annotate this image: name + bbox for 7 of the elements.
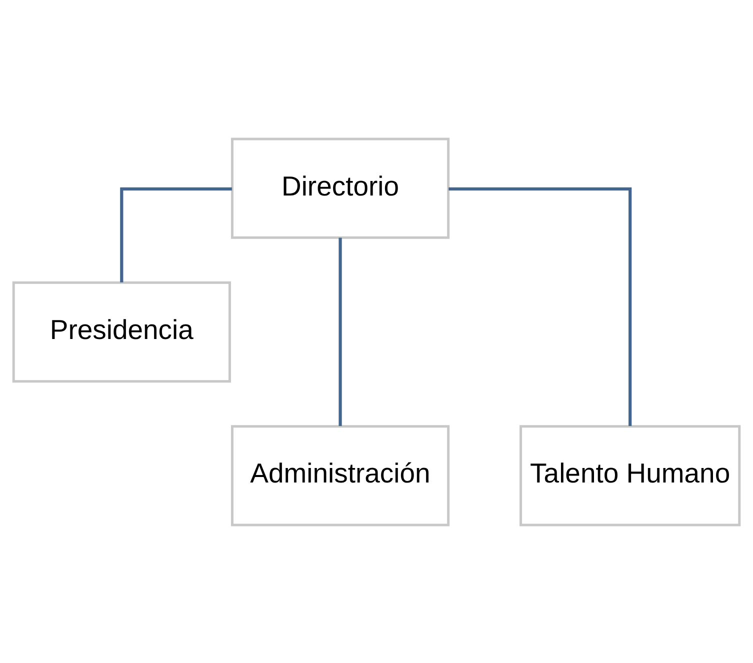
node-box: Presidencia: [12, 280, 231, 382]
node-box: Administración: [230, 424, 450, 526]
connector: [120, 186, 232, 282]
connector: [338, 237, 342, 426]
node-box: Directorio: [230, 137, 450, 238]
node-box: Talento Humano: [520, 424, 741, 526]
connector: [448, 186, 632, 426]
